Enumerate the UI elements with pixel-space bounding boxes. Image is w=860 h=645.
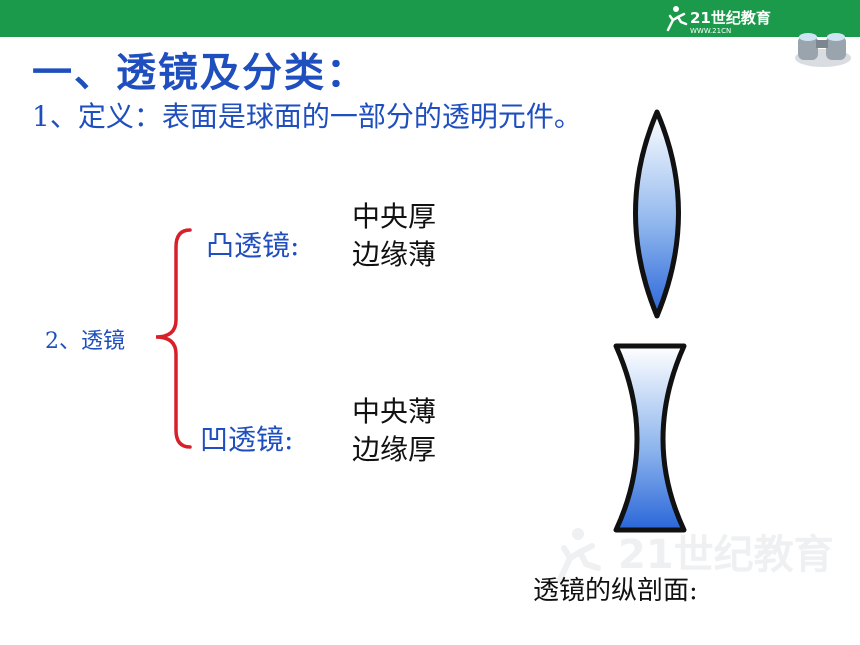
- convex-lens-shape: [633, 109, 681, 319]
- concave-lens-label: 凹透镜:: [200, 423, 294, 456]
- convex-center-thick: 中央厚: [352, 200, 437, 233]
- watermark-logo: 21世纪教育: [557, 528, 834, 583]
- watermark-text: 21世纪教育: [618, 532, 834, 578]
- logo-text: 21世纪教育: [690, 9, 771, 27]
- site-logo[interactable]: 21世纪教育 WWW.21CN: [662, 2, 802, 36]
- runner-logo-icon: 21世纪教育 WWW.21CN: [666, 6, 771, 35]
- concave-center-thin: 中央薄: [352, 395, 437, 428]
- concave-lens-features: 中央薄 边缘厚: [352, 393, 436, 469]
- cross-section-caption: 透镜的纵剖面:: [533, 576, 698, 606]
- lens-cross-sections: [613, 109, 687, 533]
- convex-lens-label: 凸透镜:: [206, 229, 300, 262]
- logo-subtext: WWW.21CN: [690, 27, 731, 35]
- convex-lens-features: 中央厚 边缘薄: [352, 198, 436, 274]
- concave-edge-thick: 边缘厚: [352, 433, 437, 466]
- top-header-bar: [0, 0, 860, 37]
- slide-title: 一、透镜及分类：: [32, 50, 368, 96]
- definition-text: 1、定义：表面是球面的一部分的透明元件。: [32, 100, 582, 133]
- concave-lens-shape: [613, 343, 687, 533]
- binoculars-icon: [795, 33, 851, 67]
- lens-root-label: 2、透镜: [45, 329, 125, 354]
- convex-edge-thin: 边缘薄: [352, 238, 437, 271]
- red-curly-brace: [155, 228, 192, 449]
